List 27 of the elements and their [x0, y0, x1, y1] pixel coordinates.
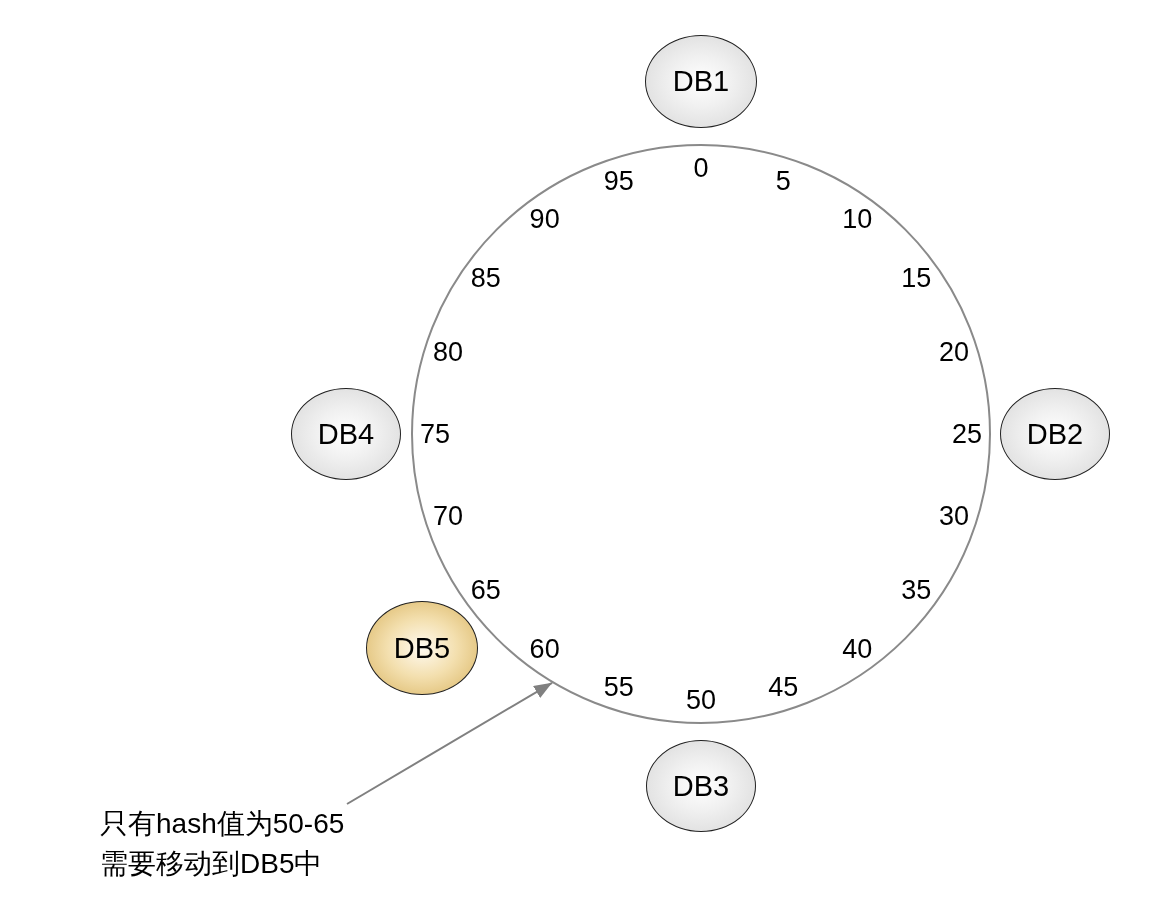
number-label: 55	[603, 673, 634, 701]
number-label: 25	[952, 420, 982, 448]
number-label: 20	[938, 338, 969, 366]
number-label: 60	[529, 635, 560, 663]
number-label: 85	[470, 264, 501, 292]
number-label: 45	[768, 673, 799, 701]
number-label: 0	[693, 154, 709, 182]
number-label: 65	[470, 576, 501, 604]
number-label: 5	[775, 167, 791, 195]
number-label: 35	[901, 576, 932, 604]
database-ellipse: DB3	[646, 740, 756, 832]
number-label: 30	[938, 502, 969, 530]
number-label: 95	[603, 167, 634, 195]
number-label: 40	[842, 635, 873, 663]
database-ellipse: DB1	[645, 34, 757, 128]
number-label: 50	[686, 686, 716, 714]
database-ellipse: DB2	[1000, 388, 1110, 480]
number-label: 15	[901, 264, 932, 292]
database-ellipse: DB4	[291, 388, 401, 480]
number-label: 80	[433, 338, 464, 366]
number-label: 70	[433, 502, 464, 530]
database-ellipse: DB5	[366, 601, 478, 695]
arrow	[346, 681, 554, 805]
number-label: 10	[842, 205, 873, 233]
number-label: 75	[420, 420, 450, 448]
note-text: 只有hash值为50-65需要移动到DB5中	[100, 804, 370, 884]
number-label: 90	[529, 205, 560, 233]
